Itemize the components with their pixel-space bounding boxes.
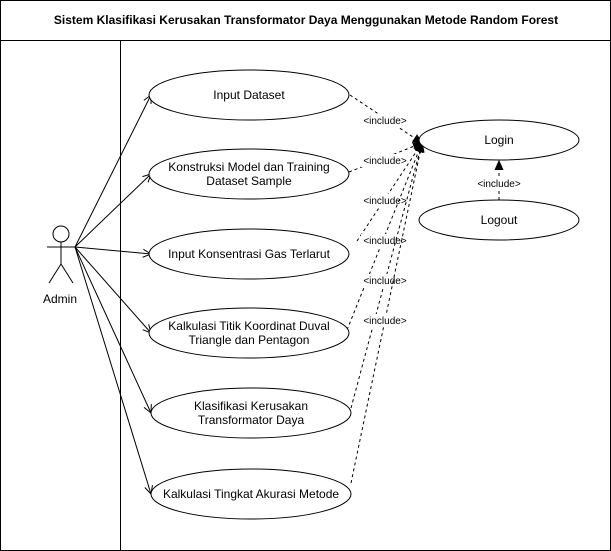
actor-leg-left [48, 263, 62, 284]
include-relations: <include> <include> <include> <include> <inc… [346, 94, 523, 484]
use-case-ellipse [148, 228, 350, 280]
include-label: <include> [363, 316, 407, 327]
include-label-bg [361, 314, 409, 327]
use-case-logout: Logout [418, 199, 580, 241]
use-case-ellipse [418, 199, 580, 241]
use-case-label: Kalkulasi Titik Koordinat Duval [168, 319, 329, 333]
use-case-label: Login [484, 133, 513, 147]
include-label-bg [361, 154, 409, 167]
include-konstruksi-model-to-login [348, 143, 422, 173]
include-klasifikasi-to-login [350, 143, 422, 409]
association-input-dataset [74, 95, 151, 248]
use-case-ellipse [148, 148, 350, 200]
association-kalkulasi-akurasi [74, 246, 151, 494]
include-label-bg [361, 114, 409, 127]
include-label: <include> [363, 196, 407, 207]
association-klasifikasi [74, 246, 151, 413]
association-kalkulasi-titik [74, 246, 151, 333]
include-input-konsentrasi-to-login [356, 143, 422, 242]
use-case-ellipse [150, 387, 352, 439]
actor-admin [47, 225, 75, 284]
include-label-bg [361, 194, 409, 207]
use-case-label: Logout [481, 213, 518, 227]
use-case-ellipse [148, 69, 350, 121]
actor-head [52, 225, 70, 243]
use-case-label: Dataset Sample [206, 174, 292, 188]
use-case-label: Kalkulasi Tingkat Akurasi Metode [163, 487, 339, 501]
association-input-konsentrasi [74, 246, 151, 254]
include-label: <include> [363, 116, 407, 127]
use-case-label: Triangle dan Pentagon [189, 333, 310, 347]
include-label: <include> [477, 179, 521, 190]
diagram-title: Sistem Klasifikasi Kerusakan Transformat… [54, 13, 558, 27]
use-case-ellipse [418, 119, 580, 161]
include-label: <include> [363, 236, 407, 247]
association-konstruksi-model [74, 174, 151, 248]
use-case-input-konsentrasi: Input Konsentrasi Gas Terlarut [148, 228, 350, 280]
use-case-label: Klasifikasi Kerusakan [194, 399, 308, 413]
include-label-bg [475, 177, 523, 190]
use-case-label: Input Konsentrasi Gas Terlarut [168, 247, 331, 261]
use-case-ellipse [148, 307, 350, 359]
use-case-input-dataset: Input Dataset [148, 69, 350, 121]
use-case-login: Login [418, 119, 580, 161]
actor-name: Admin [43, 292, 77, 306]
include-kalkulasi-akurasi-to-login [350, 143, 422, 484]
use-case-label: Transformator Daya [198, 413, 305, 427]
use-case-kalkulasi-titik: Kalkulasi Titik Koordinat DuvalTriangle … [148, 307, 350, 359]
include-label: <include> [363, 156, 407, 167]
associations [74, 95, 151, 494]
use-case-ellipse [150, 468, 352, 520]
include-label-bg [361, 274, 409, 287]
use-case-label: Konstruksi Model dan Training [168, 160, 329, 174]
use-case-kalkulasi-akurasi: Kalkulasi Tingkat Akurasi Metode [150, 468, 352, 520]
include-label: <include> [363, 276, 407, 287]
use-case-label: Input Dataset [213, 88, 285, 102]
actor-leg-right [60, 263, 74, 284]
